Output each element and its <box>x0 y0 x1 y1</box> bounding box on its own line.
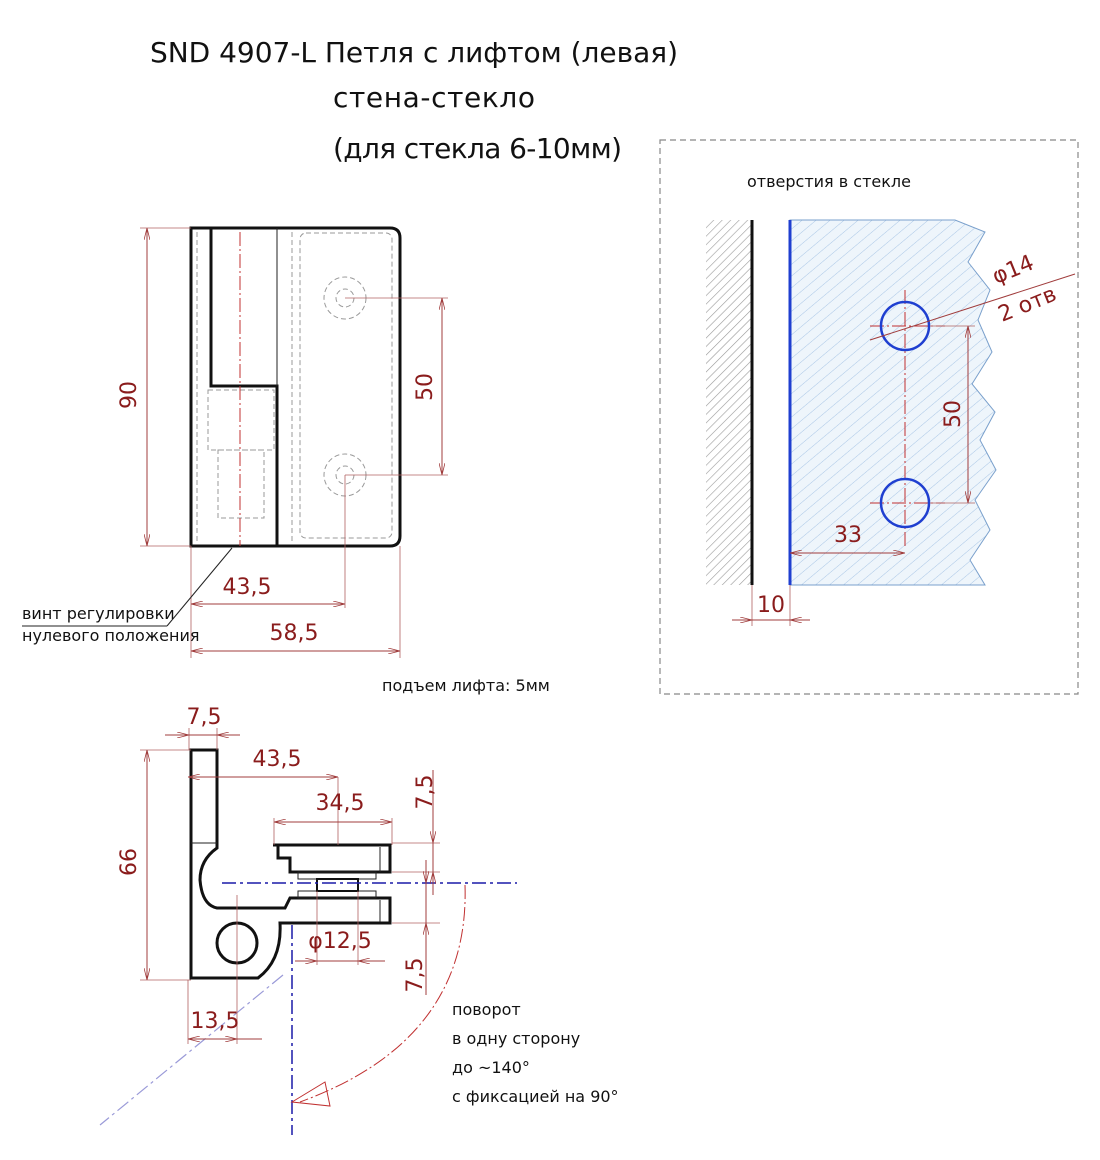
glass-dim-50: 50 <box>941 400 966 428</box>
dim-knuckle-13-5: 13,5 <box>191 1009 240 1034</box>
title-line-1: SND 4907-L Петля с лифтом (левая) <box>150 36 678 69</box>
front-view: 90 50 43,5 58,5 винт регулировки нулевог… <box>22 226 448 658</box>
top-view: 7,5 43,5 34,5 66 7,5 7,5 φ12,5 13,5 по <box>99 705 619 1135</box>
rotation-note-1: поворот <box>452 1000 521 1019</box>
hole-diameter: φ14 <box>989 250 1038 289</box>
glass-hole-top <box>879 300 931 352</box>
dim-width-58-5: 58,5 <box>270 621 319 646</box>
dim-reach-43-5: 43,5 <box>253 747 302 772</box>
rotation-note-3: до ~140° <box>452 1058 530 1077</box>
dim-holes-50: 50 <box>413 373 438 401</box>
title-line-3: (для стекла 6-10мм) <box>333 132 622 165</box>
glass-hole-bottom <box>879 477 931 529</box>
dim-height-90: 90 <box>117 381 142 409</box>
dim-clamp-34-5: 34,5 <box>316 791 365 816</box>
rotation-note-4: с фиксацией на 90° <box>452 1087 619 1106</box>
screw-note-line-1: винт регулировки <box>22 604 175 623</box>
wall-section <box>706 220 752 585</box>
dim-hole-offset: 43,5 <box>223 575 272 600</box>
glass-panel <box>789 219 997 586</box>
glass-dim-10: 10 <box>757 593 785 618</box>
title-line-2: стена-стекло <box>333 81 535 114</box>
dim-offset-top-7-5: 7,5 <box>413 775 438 810</box>
lift-note: подъем лифта: 5мм <box>382 676 550 695</box>
glass-caption: отверстия в стекле <box>747 172 911 191</box>
rotation-note-2: в одну сторону <box>452 1029 580 1048</box>
glass-clamp <box>273 843 392 874</box>
dim-offset-bottom-7-5: 7,5 <box>403 958 428 993</box>
glass-dim-33: 33 <box>834 523 862 548</box>
hole-count: 2 отв <box>995 282 1060 328</box>
dim-height-66: 66 <box>117 848 142 876</box>
dim-plate-7-5: 7,5 <box>187 705 222 730</box>
dim-pin-diameter: φ12,5 <box>308 929 372 954</box>
glass-holes-view: отверстия в стекле 50 33 10 φ14 2 отв <box>659 139 1079 695</box>
screw-note-line-2: нулевого положения <box>22 626 200 645</box>
